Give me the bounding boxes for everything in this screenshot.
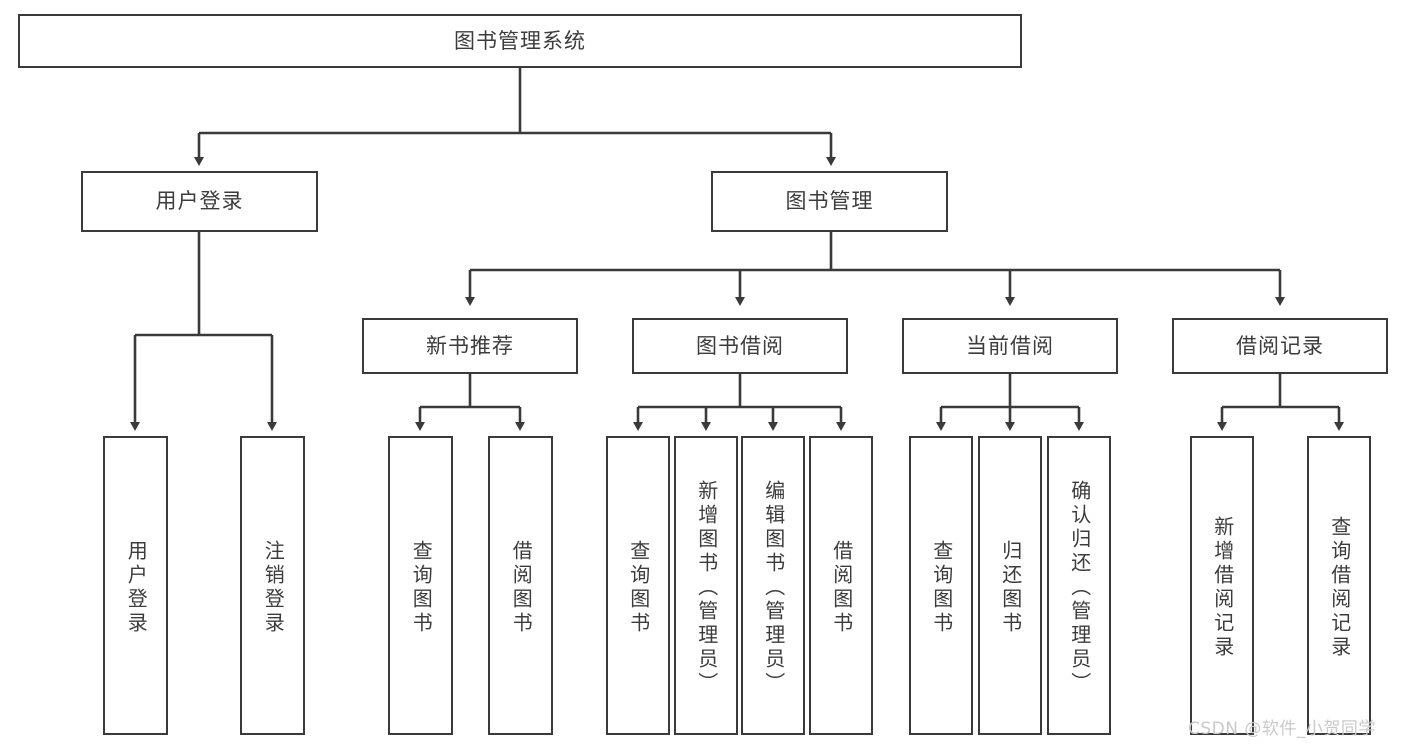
node-label: 图书管理系统: [454, 28, 586, 53]
leaf-new-book-query[interactable]: 查询图书: [388, 436, 453, 735]
leaf-user-login-login[interactable]: 用户登录: [103, 436, 168, 735]
leaf-book-borrow-edit-book[interactable]: 编辑图书（管理员）: [741, 436, 805, 735]
node-new-book-recommend[interactable]: 新书推荐: [362, 318, 578, 374]
leaf-book-borrow-borrow-book[interactable]: 借阅图书: [809, 436, 873, 735]
node-label: 查询借阅记录: [1327, 515, 1352, 660]
node-label: 查询图书: [929, 539, 954, 636]
node-book-borrow[interactable]: 图书借阅: [632, 318, 848, 374]
node-label: 用户登录: [124, 539, 149, 636]
leaf-borrow-record-add[interactable]: 新增借阅记录: [1190, 436, 1254, 735]
node-label: 借阅记录: [1236, 333, 1324, 358]
node-label: 确认归还（管理员）: [1067, 479, 1092, 696]
node-label: 查询图书: [409, 539, 434, 636]
node-label: 归还图书: [998, 539, 1023, 636]
node-label: 查询图书: [626, 539, 651, 636]
node-root-book-management-system[interactable]: 图书管理系统: [18, 14, 1022, 68]
node-label: 借阅图书: [509, 539, 534, 636]
node-label: 新书推荐: [426, 333, 514, 358]
leaf-current-borrow-confirm-return[interactable]: 确认归还（管理员）: [1047, 436, 1111, 735]
node-label: 当前借阅: [966, 333, 1054, 358]
node-label: 注销登录: [261, 539, 286, 636]
node-label: 借阅图书: [829, 539, 854, 636]
node-user-login[interactable]: 用户登录: [81, 171, 318, 232]
leaf-new-book-borrow[interactable]: 借阅图书: [488, 436, 553, 735]
node-book-management[interactable]: 图书管理: [711, 171, 948, 232]
node-borrow-record[interactable]: 借阅记录: [1172, 318, 1388, 374]
leaf-user-login-logout[interactable]: 注销登录: [240, 436, 305, 735]
leaf-book-borrow-query[interactable]: 查询图书: [606, 436, 670, 735]
watermark-text: CSDN @软件_小贺同学: [1188, 719, 1376, 739]
node-label: 图书借阅: [696, 333, 784, 358]
node-current-borrow[interactable]: 当前借阅: [902, 318, 1118, 374]
leaf-current-borrow-query[interactable]: 查询图书: [909, 436, 973, 735]
leaf-book-borrow-add-book[interactable]: 新增图书（管理员）: [674, 436, 738, 735]
leaf-borrow-record-query[interactable]: 查询借阅记录: [1307, 436, 1371, 735]
node-label: 用户登录: [155, 189, 244, 214]
node-label: 新增图书（管理员）: [694, 479, 719, 696]
node-label: 编辑图书（管理员）: [761, 479, 786, 696]
leaf-current-borrow-return[interactable]: 归还图书: [978, 436, 1042, 735]
node-label: 图书管理: [785, 189, 874, 214]
node-label: 新增借阅记录: [1210, 515, 1235, 660]
